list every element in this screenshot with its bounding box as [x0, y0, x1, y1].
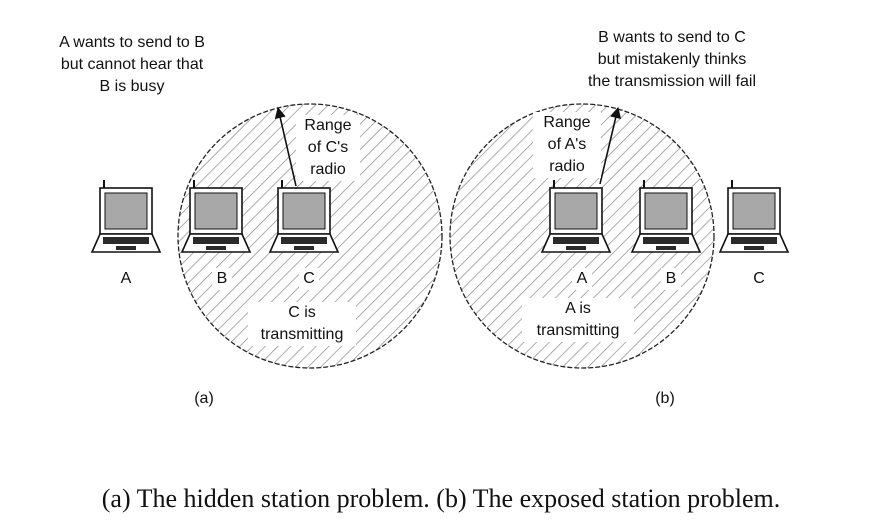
sublabel-a: (a) — [194, 390, 214, 407]
station-label-a: A — [120, 270, 132, 287]
note-a: A wants to send to B but cannot hear tha… — [59, 34, 205, 95]
station-label-b: B — [212, 268, 232, 290]
figure-caption: (a) The hidden station problem. (b) The … — [101, 484, 781, 513]
note-b: B wants to send to C but mistakenly thin… — [587, 29, 757, 90]
station-label-b: B — [661, 268, 681, 290]
station-label-a: A — [572, 268, 592, 290]
transmit-label-c: C is transmitting — [248, 302, 356, 346]
station-label-c: C — [753, 270, 765, 287]
laptop-b-icon — [631, 179, 701, 253]
laptop-b-icon — [181, 179, 251, 253]
laptop-c-icon — [719, 179, 789, 253]
range-label-c: Range of C's radio — [296, 115, 360, 181]
range-arrow-a — [599, 106, 622, 185]
range-arrow-c — [274, 106, 297, 187]
sublabel-b: (b) — [655, 390, 675, 407]
laptop-a-icon — [541, 179, 611, 253]
laptop-c-icon — [269, 179, 339, 253]
transmit-label-a: A is transmitting — [522, 298, 634, 342]
range-label-a: Range of A's radio — [533, 112, 601, 178]
station-label-c: C — [299, 268, 319, 290]
laptop-a-icon — [91, 179, 161, 253]
